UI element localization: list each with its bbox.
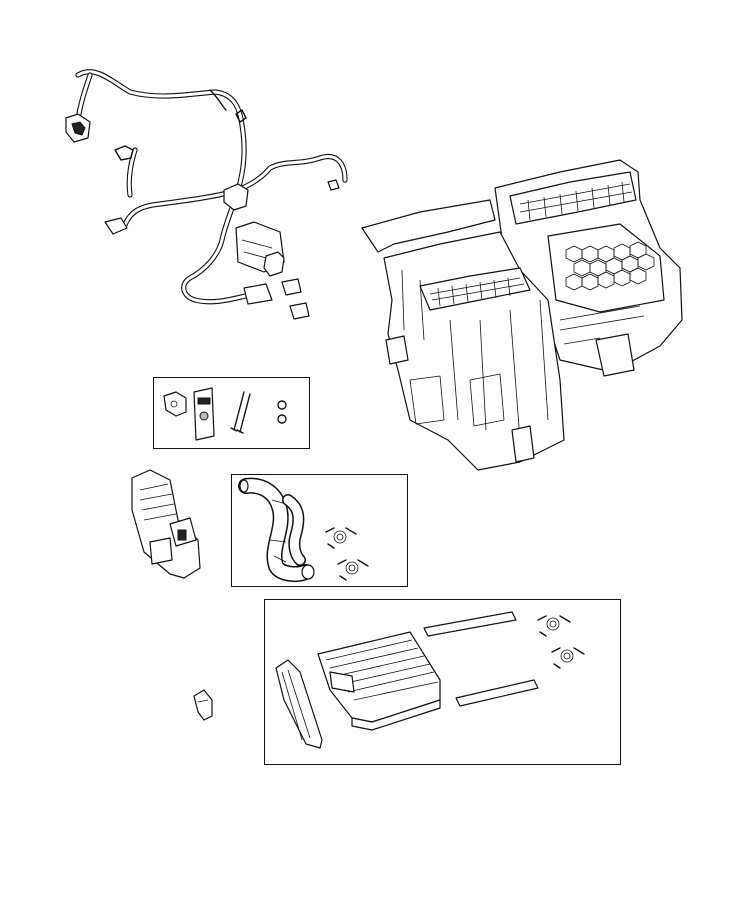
- heater-core-kit-illustration: [275, 611, 585, 749]
- expansion-valve-kit-box: [153, 377, 310, 449]
- bracket-illustration: [193, 689, 213, 721]
- actuator-illustration: [131, 469, 201, 579]
- expansion-valve-kit-illustration: [163, 387, 287, 441]
- hvac-housing-illustration: [361, 159, 683, 471]
- hose-kit-illustration: [238, 477, 369, 582]
- heater-core-kit-box: [264, 599, 621, 765]
- hose-kit-box: [231, 474, 408, 587]
- heater-core-clamp-1: [537, 615, 571, 637]
- heater-core-clamp-2: [551, 647, 585, 669]
- hose-clamp-2: [337, 559, 369, 581]
- wiring-harness-illustration: [65, 69, 348, 320]
- hose-clamp-1: [325, 527, 357, 549]
